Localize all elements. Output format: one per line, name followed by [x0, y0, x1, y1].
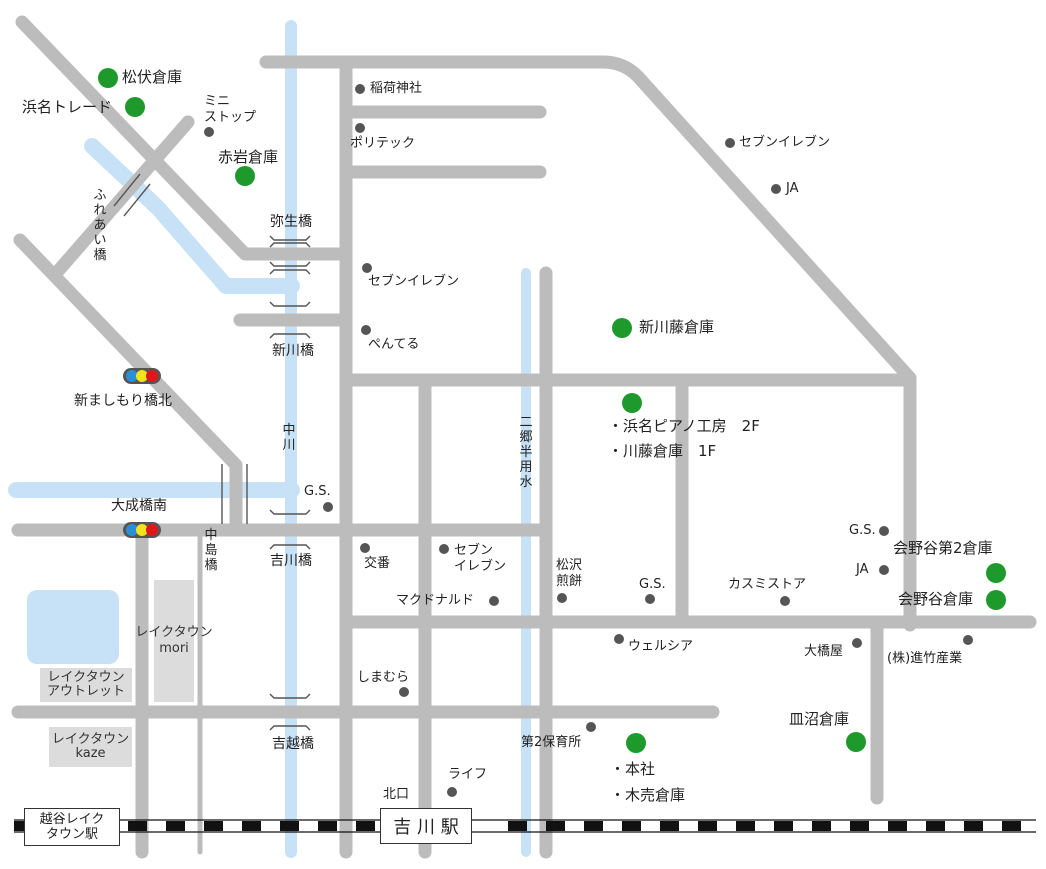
warehouse-aiyadai[interactable]: 会野谷倉庫: [898, 590, 974, 608]
warehouse-hamana-trade[interactable]: 浜名トレード: [22, 98, 113, 116]
rail-tie: [356, 821, 375, 831]
landmark-shimamura: しまむら: [357, 670, 410, 685]
laketown-kaze-area: レイクタウン kaze: [49, 727, 132, 767]
marker-akaiwa: [235, 166, 255, 186]
upper-canal: [84, 138, 300, 294]
laketown-outlet-area: レイクタウン アウトレット: [40, 668, 132, 702]
bridge-nakajima: 中島橋: [204, 528, 218, 573]
warehouse-akaiwa[interactable]: 赤岩倉庫: [218, 148, 279, 166]
landmark-gs-naka: G.S.: [304, 484, 331, 499]
landmark-gs-east: G.S.: [849, 523, 876, 538]
landmark-mcdonalds: マクドナルド: [396, 593, 475, 608]
landmark-seven-south: セブン イレブン: [454, 543, 507, 574]
roads: [11, 15, 1037, 859]
warehouse-shinkawafuji[interactable]: 新川藤倉庫: [639, 318, 715, 336]
intersection-shinmashimori: 新ましもり橋北: [74, 393, 172, 409]
rail-tie: [166, 821, 185, 831]
rail-tie: [318, 821, 337, 831]
rail-tie: [812, 821, 831, 831]
warehouse-kiuri[interactable]: ・木売倉庫: [610, 786, 686, 804]
bridge-fureai: ふれあい橋: [93, 188, 107, 263]
landmark-kitaguchi: 北口: [383, 787, 410, 802]
river-naka-label: 中川: [282, 423, 296, 453]
warehouse-markers: [98, 68, 1006, 753]
marker-hamana-trade: [125, 97, 145, 117]
landmark-politec: ポリテック: [350, 136, 416, 151]
marker-matsubushi: [98, 68, 118, 88]
marker-honsha: [626, 733, 646, 753]
marker-piano: [622, 393, 642, 413]
rail-tie: [508, 821, 527, 831]
lake: [27, 590, 119, 664]
warehouse-saranuma[interactable]: 皿沼倉庫: [789, 710, 850, 728]
warehouse-matsubushi[interactable]: 松伏倉庫: [122, 68, 183, 86]
landmark-welcia: ウェルシア: [628, 639, 694, 654]
landmark-ja-east: JA: [856, 562, 869, 577]
river-nigo-label: 二郷半用水: [519, 415, 533, 490]
rail-tie: [622, 821, 641, 831]
bridge-yoshikoshi: 吉越橋: [272, 736, 314, 752]
rail-tie: [14, 821, 33, 831]
rail-tie: [774, 821, 793, 831]
landmark-inari: 稲荷神社: [370, 81, 423, 96]
landmark-gs-south: G.S.: [639, 577, 666, 592]
warehouse-aiyadai2[interactable]: 会野谷第2倉庫: [893, 539, 993, 557]
landmark-kasumi: カスミストア: [728, 577, 807, 592]
rail-tie: [280, 821, 299, 831]
marker-aiyadai: [986, 590, 1006, 610]
railway: [14, 819, 1036, 833]
station-koshigaya-laketown[interactable]: 越谷レイク タウン駅: [24, 808, 120, 846]
rail-tie: [926, 821, 945, 831]
rail-tie: [242, 821, 261, 831]
warehouse-hamana-piano[interactable]: ・浜名ピアノ工房 2F: [608, 417, 760, 435]
rail-tie: [964, 821, 983, 831]
landmark-ministop: ミニ ストップ: [204, 94, 257, 125]
rail-tie: [1002, 821, 1021, 831]
bridge-marks: [113, 173, 311, 731]
landmark-koban: 交番: [364, 556, 391, 571]
bridge-shinkawa: 新川橋: [272, 343, 314, 359]
warehouse-kawafuji[interactable]: ・川藤倉庫 1F: [608, 442, 717, 460]
landmark-pentel: ぺんてる: [368, 337, 420, 352]
bridge-yoshikawa: 吉川橋: [270, 553, 312, 569]
rail-tie: [660, 821, 679, 831]
rail-tie: [128, 821, 147, 831]
warehouse-honsha[interactable]: ・本社: [610, 760, 656, 778]
marker-aiyadai2: [986, 563, 1006, 583]
rail-tie: [546, 821, 565, 831]
landmark-ja-north: JA: [786, 181, 799, 196]
landmark-hoikusho: 第2保育所: [521, 735, 582, 750]
rail-tie: [736, 821, 755, 831]
intersection-ohnari: 大成橋南: [111, 498, 167, 514]
rail-tie: [698, 821, 717, 831]
landmark-ohashiya: 大橋屋: [804, 644, 844, 659]
signal-shinmashimori: [123, 368, 161, 384]
rail-tie: [204, 821, 223, 831]
marker-shinkawafuji: [612, 318, 632, 338]
landmark-matsuzawa: 松沢 煎餅: [556, 558, 583, 589]
signal-ohnari: [123, 522, 161, 538]
marker-saranuma: [846, 732, 866, 752]
rail-tie: [850, 821, 869, 831]
landmark-dots: [204, 84, 973, 797]
laketown-mori-area: レイクタウン mori: [135, 580, 213, 702]
station-yoshikawa[interactable]: 吉 川 駅: [380, 808, 472, 844]
rail-tie: [584, 821, 603, 831]
bridge-yayoi: 弥生橋: [270, 214, 312, 230]
landmark-life: ライフ: [448, 767, 488, 782]
rail-tie: [888, 821, 907, 831]
landmark-shinchiku: (株)進竹産業: [887, 651, 963, 666]
landmark-seven-north: セブンイレブン: [739, 135, 831, 150]
landmark-seven-mid: セブンイレブン: [368, 274, 460, 289]
